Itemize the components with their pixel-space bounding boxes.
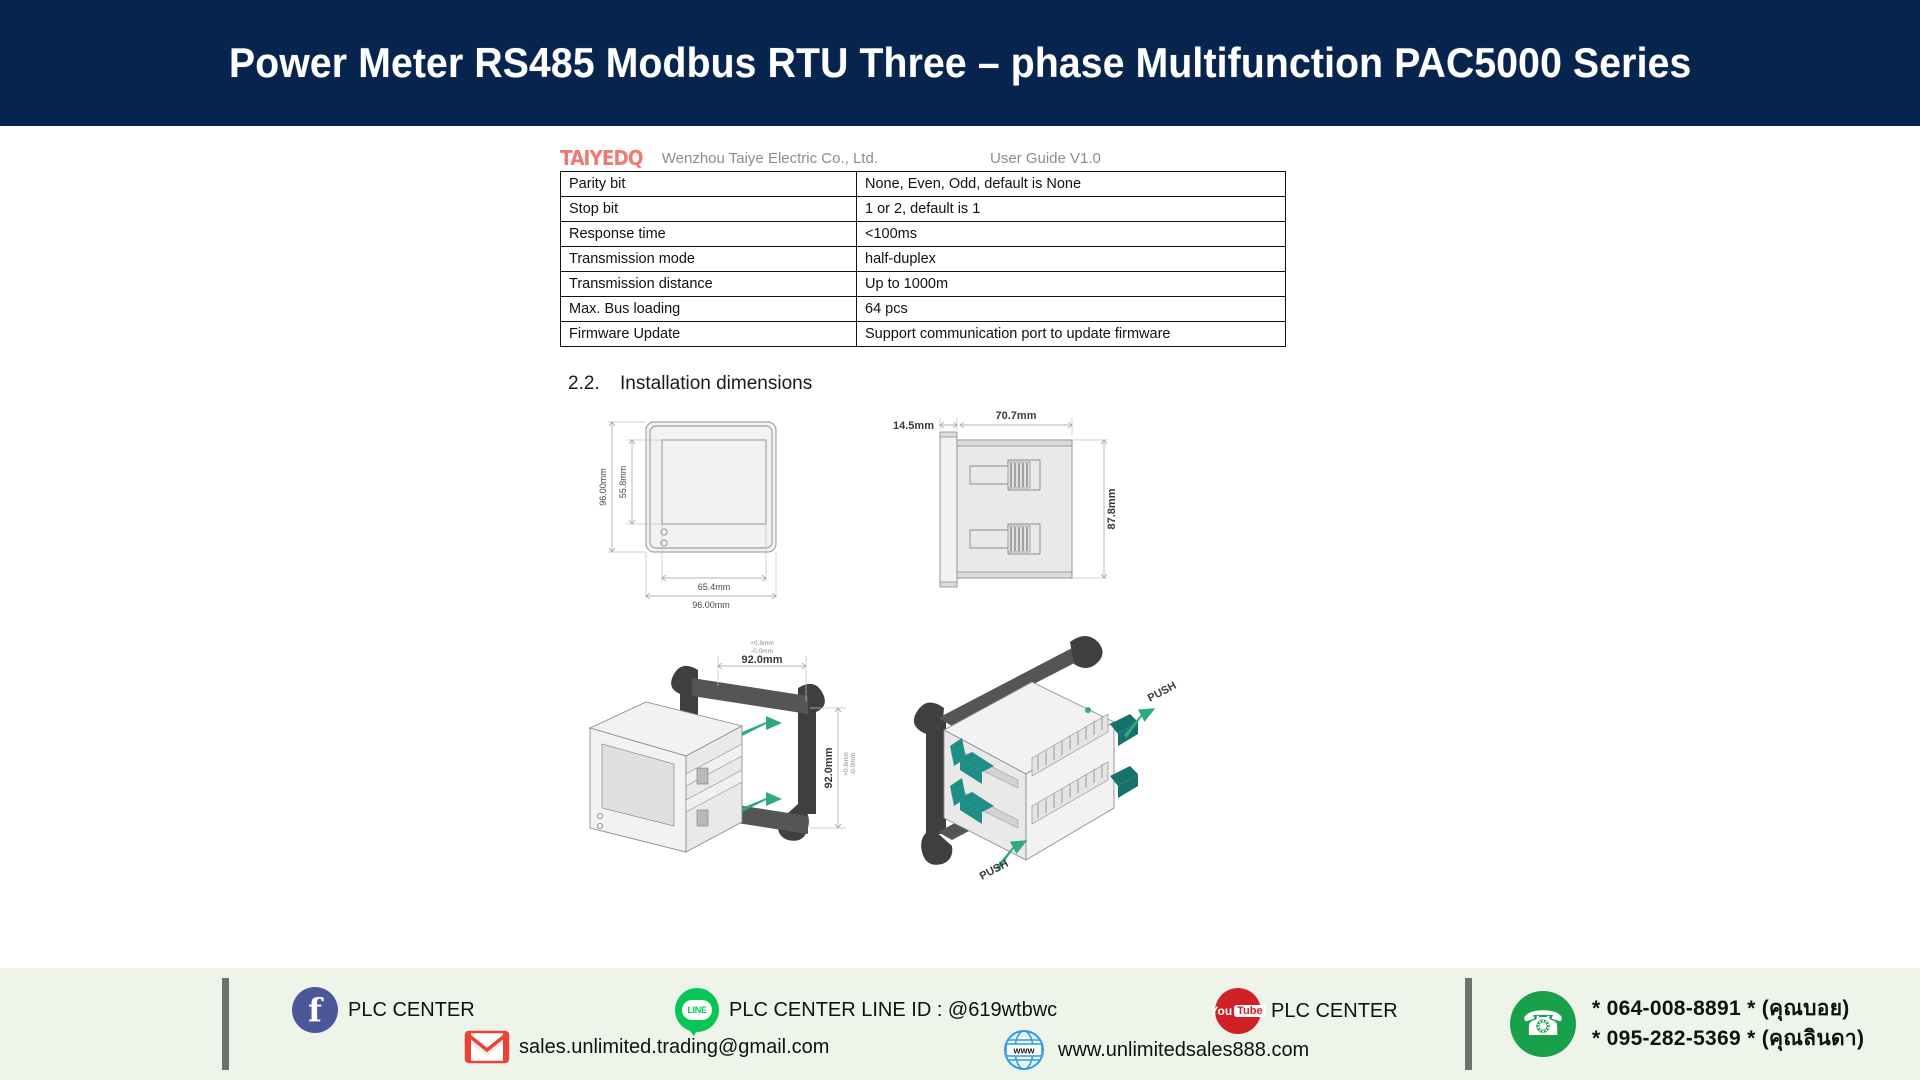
table-row: Transmission mode half-duplex: [560, 246, 1286, 272]
email-label: sales.unlimited.trading@gmail.com: [519, 1035, 830, 1058]
website-label: www.unlimitedsales888.com: [1058, 1038, 1310, 1061]
insert-arrow-top: [742, 716, 782, 736]
spec-value: <100ms: [856, 221, 1286, 247]
taiyedq-logo: TAIYEDQ: [560, 146, 644, 170]
dimension-drawings: 96.00mm 55.8mm 65.4mm 96.00mm: [560, 408, 1290, 968]
table-row: Firmware Update Support communication po…: [560, 321, 1286, 347]
contact-email[interactable]: sales.unlimited.trading@gmail.com: [464, 1030, 830, 1064]
contact-line[interactable]: LINE PLC CENTER LINE ID : @619wtbwc: [675, 988, 1058, 1036]
front-outer-height-label: 96.00mm: [598, 468, 608, 506]
spec-value: half-duplex: [856, 246, 1286, 272]
mounting-clip-left-top: [950, 738, 994, 784]
facebook-label: PLC CENTER: [348, 998, 475, 1021]
contact-website[interactable]: www www.unlimitedsales888.com: [1000, 1028, 1309, 1072]
svg-text:www: www: [1012, 1046, 1035, 1056]
panel-cutout-drawing: +0.8mm -0.0mm 92.0mm 92.0mm +0.8mm -0.0m…: [570, 640, 870, 880]
push-label-top: PUSH: [1146, 680, 1179, 705]
footer-bar: UNLIMITED Trading Limited Partnership f …: [0, 968, 1920, 1080]
cutout-width-tol-minus: -0.0mm: [751, 648, 773, 655]
spec-key: Transmission mode: [560, 246, 857, 272]
table-row: Max. Bus loading 64 pcs: [560, 296, 1286, 322]
footer-divider: [1465, 978, 1472, 1070]
push-label-bottom: PUSH: [978, 858, 1011, 883]
globe-icon[interactable]: www: [1000, 1028, 1048, 1072]
spec-key: Response time: [560, 221, 857, 247]
document-scan: TAIYEDQ Wenzhou Taiye Electric Co., Ltd.…: [560, 138, 1290, 968]
spec-value: None, Even, Odd, default is None: [856, 171, 1286, 197]
side-body-depth-label: 70.7mm: [996, 410, 1037, 422]
front-inner-width-label: 65.4mm: [698, 582, 731, 592]
front-outer-width-label: 96.00mm: [692, 600, 730, 610]
document-header: TAIYEDQ Wenzhou Taiye Electric Co., Ltd.…: [560, 138, 1290, 168]
cutout-width-tol-plus: +0.8mm: [750, 640, 774, 647]
table-row: Parity bit None, Even, Odd, default is N…: [560, 171, 1286, 197]
section-number: 2.2.: [568, 373, 600, 394]
contact-phone[interactable]: ☎ * 064-008-8891 * (คุณบอย) * 095-282-53…: [1510, 991, 1864, 1057]
front-inner-height-label: 55.8mm: [618, 466, 628, 499]
cutout-height-tol-plus: +0.8mm: [843, 752, 850, 776]
company-name: Wenzhou Taiye Electric Co., Ltd.: [661, 150, 878, 167]
spec-table: Parity bit None, Even, Odd, default is N…: [560, 171, 1286, 347]
cutout-height-tol-minus: -0.0mm: [850, 753, 857, 775]
facebook-icon[interactable]: f: [292, 987, 338, 1033]
gmail-icon[interactable]: [464, 1030, 510, 1064]
phone-numbers: * 064-008-8891 * (คุณบอย) * 095-282-5369…: [1592, 994, 1864, 1054]
table-row: Transmission distance Up to 1000m: [560, 271, 1286, 297]
contact-facebook[interactable]: f PLC CENTER: [292, 987, 475, 1033]
line-label: PLC CENTER LINE ID : @619wtbwc: [729, 998, 1058, 1021]
section-heading: 2.2. Installation dimensions: [568, 373, 812, 395]
side-view-drawing: 14.5mm 70.7mm 87.8mm: [890, 410, 1180, 620]
mounting-clip-left-bottom: [950, 778, 994, 824]
phone-line-1: * 064-008-8891 * (คุณบอย): [1592, 997, 1850, 1020]
spec-value: Up to 1000m: [856, 271, 1286, 297]
spec-value: 1 or 2, default is 1: [856, 196, 1286, 222]
push-arrow-top: [1124, 708, 1156, 739]
side-body-height-label: 87.8mm: [1106, 488, 1118, 529]
phone-line-2: * 095-282-5369 * (คุณลินดา): [1592, 1027, 1865, 1050]
spec-key: Firmware Update: [560, 321, 857, 347]
mounting-clip-right-bottom: [1110, 766, 1138, 798]
guide-version: User Guide V1.0: [990, 150, 1101, 167]
line-icon[interactable]: LINE: [675, 988, 719, 1036]
cutout-width-label: 92.0mm: [742, 654, 783, 666]
table-row: Stop bit 1 or 2, default is 1: [560, 196, 1286, 222]
front-view-drawing: 96.00mm 55.8mm 65.4mm 96.00mm: [588, 410, 838, 620]
cutout-height-label: 92.0mm: [823, 747, 835, 788]
mounting-push-drawing: PUSH PUSH: [882, 636, 1192, 886]
spec-key: Stop bit: [560, 196, 857, 222]
side-bezel-depth-label: 14.5mm: [893, 420, 934, 432]
header-banner: Power Meter RS485 Modbus RTU Three – pha…: [0, 0, 1920, 126]
phone-icon[interactable]: ☎: [1510, 991, 1576, 1057]
youtube-label: PLC CENTER: [1271, 999, 1398, 1022]
spec-key: Parity bit: [560, 171, 857, 197]
page-title: Power Meter RS485 Modbus RTU Three – pha…: [228, 39, 1692, 86]
spec-key: Max. Bus loading: [560, 296, 857, 322]
spec-key: Transmission distance: [560, 271, 857, 297]
footer-divider: [222, 978, 229, 1070]
table-row: Response time <100ms: [560, 221, 1286, 247]
push-arrow-bottom: [996, 840, 1028, 871]
section-title: Installation dimensions: [620, 373, 813, 394]
spec-value: 64 pcs: [856, 296, 1286, 322]
insert-arrow-bottom: [742, 792, 782, 812]
spec-value: Support communication port to update fir…: [856, 321, 1286, 347]
